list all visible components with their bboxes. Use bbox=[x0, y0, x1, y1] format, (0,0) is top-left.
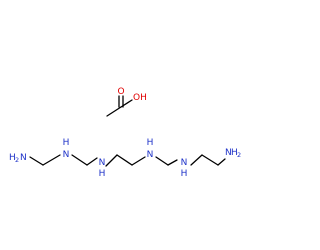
acetic-acid: O OH bbox=[106, 87, 147, 117]
amine-nh-4: N H bbox=[181, 158, 188, 179]
bond-8 bbox=[155, 156, 169, 166]
amine-nh-1: H N bbox=[63, 138, 70, 160]
amine-nh-3: H N bbox=[147, 138, 154, 160]
left-terminal-h: H bbox=[9, 153, 16, 163]
right-terminal-h: H bbox=[231, 148, 238, 158]
amine-nh-4-n: N bbox=[181, 158, 188, 168]
right-terminal-n: N bbox=[225, 148, 232, 158]
right-terminal-sub: 2 bbox=[237, 151, 241, 159]
amine-nh-1-n: N bbox=[63, 150, 70, 160]
bond-2 bbox=[42, 154, 61, 166]
bond-7 bbox=[131, 156, 146, 166]
amine-nh-1-h: H bbox=[63, 138, 70, 148]
bond-1 bbox=[29, 156, 44, 166]
bond-9 bbox=[167, 159, 178, 166]
amine-nh-3-n: N bbox=[147, 150, 154, 160]
right-terminal-amine: N H 2 bbox=[225, 148, 241, 159]
bond-5 bbox=[105, 154, 118, 167]
left-terminal-sub: 2 bbox=[15, 156, 19, 164]
bond-ch3-c bbox=[106, 106, 122, 117]
amine-nh-2-n: N bbox=[99, 158, 106, 168]
hydroxyl-label: OH bbox=[133, 93, 147, 103]
structure-diagram: O OH H 2 N H N N H H N bbox=[9, 87, 241, 179]
amine-nh-2-h: H bbox=[99, 169, 106, 179]
left-terminal-amine: H 2 N bbox=[9, 153, 27, 164]
bond-12 bbox=[217, 158, 226, 166]
amine-nh-2: N H bbox=[99, 158, 106, 179]
amine-nh-3-h: H bbox=[147, 138, 154, 148]
bond-11 bbox=[201, 154, 219, 166]
bond-3 bbox=[71, 154, 88, 166]
bond-6 bbox=[116, 154, 133, 166]
carbonyl-oxygen-label: O bbox=[117, 87, 124, 97]
bond-10 bbox=[190, 154, 203, 166]
amine-chain: H 2 N H N N H H N N H N H 2 bbox=[9, 138, 241, 179]
left-terminal-n: N bbox=[20, 153, 27, 163]
amine-nh-4-h: H bbox=[181, 169, 188, 179]
bond-4 bbox=[86, 157, 98, 166]
